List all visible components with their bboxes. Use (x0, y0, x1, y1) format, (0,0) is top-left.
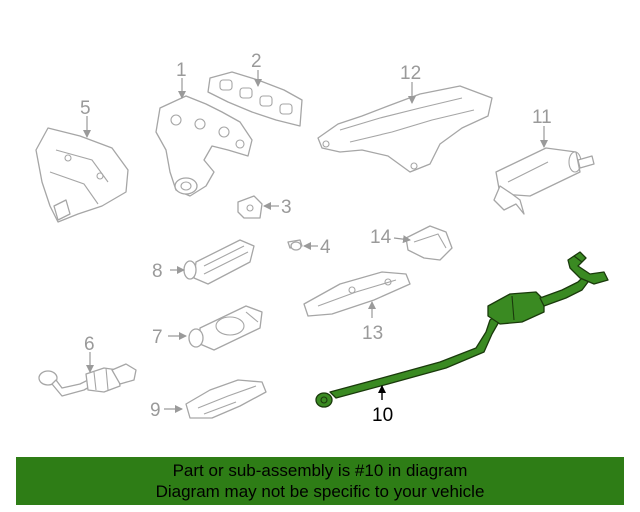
callout-9: 9 (150, 400, 161, 421)
part-1-exhaust-manifold (155, 95, 253, 197)
part-12-heat-shield (317, 85, 493, 173)
callout-8: 8 (152, 261, 163, 282)
part-11-muffler (493, 147, 595, 215)
exhaust-parts-diagram: 5 1 2 12 11 (35, 51, 609, 426)
callout-3: 3 (281, 197, 292, 218)
part-13-heat-shield (303, 271, 411, 317)
callout-2: 2 (251, 51, 262, 72)
part-3-bracket (237, 195, 263, 219)
part-7-catalytic-converter (188, 305, 263, 351)
part-info-banner: Part or sub-assembly is #10 in diagram D… (16, 457, 624, 505)
part-14-small-heat-shield (405, 225, 453, 261)
part-6-front-pipe (38, 363, 137, 397)
callout-5: 5 (80, 98, 91, 119)
part-5-manifold-heat-shield (35, 127, 129, 223)
callout-12: 12 (400, 63, 421, 84)
part-9-heat-shield (185, 379, 267, 419)
part-8-catalytic-converter (183, 239, 255, 285)
part-2-manifold-gasket (207, 71, 303, 127)
callout-13: 13 (362, 323, 383, 344)
callout-6: 6 (84, 334, 95, 355)
part-4-bolt (287, 239, 303, 251)
banner-line-2: Diagram may not be specific to your vehi… (155, 482, 485, 501)
banner-line-1: Part or sub-assembly is #10 in diagram (172, 461, 468, 480)
callout-10: 10 (372, 405, 393, 426)
callout-11: 11 (532, 107, 552, 128)
callout-1: 1 (176, 60, 187, 81)
callout-7: 7 (152, 327, 163, 348)
part-10-exhaust-pipe-highlighted (315, 251, 609, 408)
callout-14: 14 (370, 227, 392, 248)
callout-4: 4 (320, 237, 331, 258)
